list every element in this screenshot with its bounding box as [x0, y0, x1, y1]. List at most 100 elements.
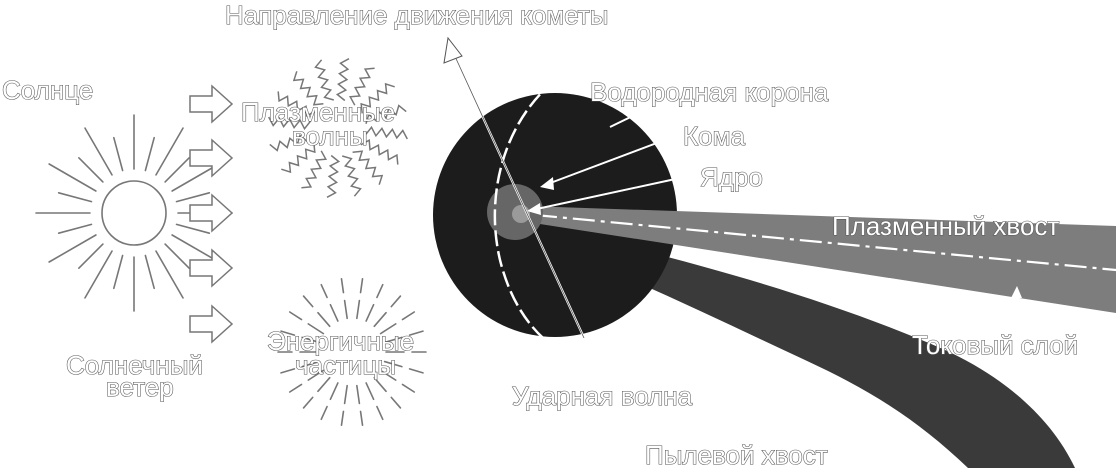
plasma-wave-line	[352, 150, 384, 185]
hollow-right-arrow-icon	[189, 138, 234, 178]
particle-dash	[390, 396, 402, 409]
particle-dash	[320, 283, 328, 299]
particle-dash	[401, 383, 416, 393]
plasma-wave-line	[335, 58, 350, 102]
sun-ray	[57, 223, 93, 234]
particle-dash	[365, 303, 375, 322]
particle-dash	[302, 295, 314, 308]
plasma-wave-line	[268, 116, 312, 131]
dust-tail	[530, 225, 1075, 468]
particle-dash	[401, 311, 416, 321]
plasma-wave-line	[360, 138, 399, 165]
sun-ray	[84, 127, 113, 176]
plasma-wave-line	[281, 142, 316, 174]
particle-dash	[320, 405, 328, 421]
particle-dash	[383, 360, 403, 368]
particle-dash	[302, 396, 314, 409]
particle-dash	[307, 369, 325, 381]
direction-label: Направление движения кометы	[225, 0, 608, 30]
sun-ray	[57, 192, 93, 203]
particle-dash	[343, 299, 348, 320]
plasma-wave-line	[364, 125, 408, 140]
hollow-right-arrow-icon	[189, 248, 234, 288]
direction-arrow-head	[443, 36, 463, 64]
particle-dash	[376, 405, 384, 421]
particle-dash	[301, 336, 321, 344]
shock-wave-label: Ударная волна	[512, 381, 693, 411]
energetic-particles-label-2: частицы	[295, 350, 396, 380]
sun-ray	[78, 157, 104, 183]
plasma-waves-label-1: Плазменные	[241, 97, 395, 127]
sun-ray	[48, 163, 97, 192]
sun-ray	[113, 136, 124, 172]
sun-ray	[175, 192, 211, 203]
nucleus-label: Ядро	[700, 162, 763, 192]
sun-ray	[113, 254, 124, 290]
coma-pointer	[544, 137, 671, 186]
particle-dash	[356, 384, 361, 405]
particle-dash	[365, 382, 375, 401]
solar-wind-arrows	[189, 84, 234, 344]
particle-dash	[340, 410, 345, 427]
plasma-wave-line	[326, 154, 341, 198]
sun-label: Солнце	[2, 75, 93, 105]
sun-ray	[175, 223, 211, 234]
particle-dash	[359, 410, 364, 427]
particle-dash	[288, 311, 303, 321]
sun-ray	[144, 254, 155, 290]
particle-dash	[359, 277, 364, 294]
hollow-right-arrow-icon	[189, 84, 234, 124]
particle-dash	[301, 360, 321, 368]
sun-ray	[155, 250, 184, 299]
bow-shock-curve	[493, 58, 601, 372]
plasma-wave-line	[341, 155, 362, 197]
coma-label: Кома	[683, 121, 745, 151]
corona-pointer	[609, 109, 646, 128]
particle-dash	[356, 299, 361, 320]
sun-ray	[144, 136, 155, 172]
energetic-particles-burst	[277, 277, 427, 427]
sun-ray	[48, 234, 97, 263]
dust-tail-label: Пылевой хвост	[645, 440, 828, 468]
particle-dash	[288, 383, 303, 393]
plasma-wave-line	[360, 82, 395, 114]
sun-ray	[164, 157, 190, 183]
particle-dash	[340, 277, 345, 294]
particle-dash	[329, 382, 339, 401]
particle-dash	[280, 330, 296, 336]
current-sheet-label: Токовый слой	[912, 330, 1078, 360]
plasma-wave-line	[314, 59, 335, 101]
plasma-tail-label: Плазменный хвост	[832, 211, 1059, 241]
plasma-waves-label-2: волны	[292, 121, 368, 151]
sun-icon	[35, 114, 233, 312]
plasma-waves-burst	[268, 58, 408, 198]
sun-ray	[155, 127, 184, 176]
current-sheet-line	[534, 213, 1116, 272]
plasma-wave-line	[269, 131, 311, 152]
particle-dash	[408, 368, 424, 374]
energetic-particles-label-1: Энергичные	[267, 326, 414, 356]
particle-dash	[379, 369, 397, 381]
sun-ray	[84, 250, 113, 299]
sun-ray	[171, 234, 220, 263]
sun-ray	[164, 243, 190, 269]
hydrogen-corona-label: Водородная корона	[590, 77, 829, 107]
particle-dash	[343, 384, 348, 405]
plasma-wave-line	[277, 91, 316, 118]
particle-dash	[329, 303, 339, 322]
plasma-tail	[527, 206, 1116, 313]
sun-ray	[171, 163, 220, 192]
hollow-right-arrow-icon	[189, 304, 234, 344]
particle-dash	[379, 323, 397, 335]
particle-dash	[317, 376, 331, 393]
solar-wind-label-1: Солнечный	[66, 350, 203, 380]
particle-dash	[280, 368, 296, 374]
plasma-wave-line	[301, 150, 328, 189]
plasma-wave-line	[292, 71, 324, 106]
plasma-wave-line	[365, 104, 407, 125]
particle-dash	[376, 283, 384, 299]
plasma-wave-line	[348, 67, 375, 106]
nucleus-pointer	[531, 177, 681, 211]
particle-dash	[373, 311, 387, 328]
hollow-right-arrow-icon	[189, 193, 234, 233]
